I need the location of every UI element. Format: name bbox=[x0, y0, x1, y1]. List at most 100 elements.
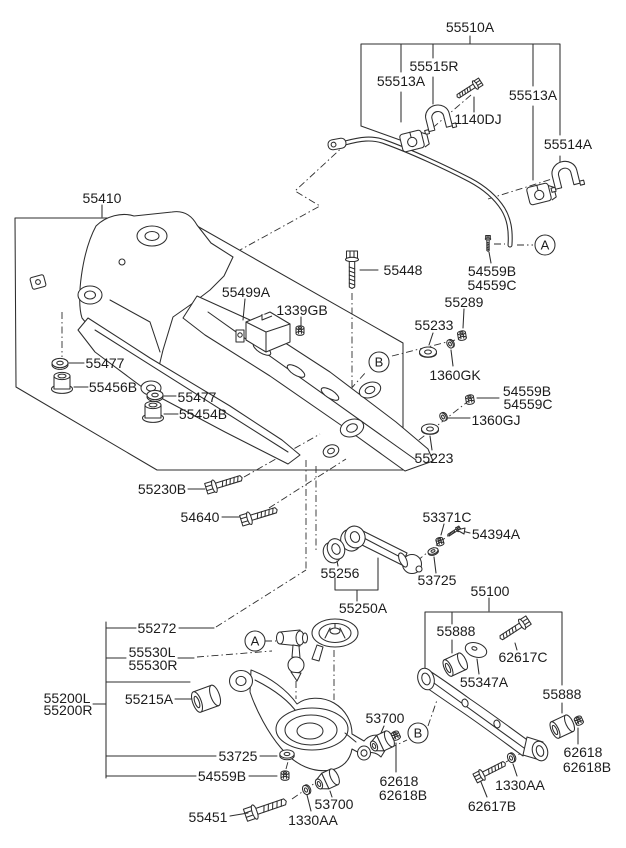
part-label-55289: 55289 bbox=[445, 294, 484, 310]
part-label-55233: 55233 bbox=[415, 317, 454, 333]
washer-53725-1 bbox=[426, 546, 440, 557]
lower-arm-55200 bbox=[230, 670, 390, 771]
part-label-55200R: 55200R bbox=[43, 702, 92, 718]
washer-55477-2 bbox=[146, 389, 164, 402]
part-label-53725-1: 53725 bbox=[418, 572, 457, 588]
part-label-55410: 55410 bbox=[83, 190, 122, 206]
part-label-62617B: 62617B bbox=[468, 798, 516, 814]
part-label-55250A: 55250A bbox=[339, 600, 388, 616]
part-label-55215A: 55215A bbox=[125, 691, 174, 707]
bushing-55256 bbox=[320, 536, 349, 565]
part-label-55256: 55256 bbox=[321, 565, 360, 581]
part-label-55448: 55448 bbox=[384, 262, 423, 278]
nut-54559b-mid bbox=[464, 393, 476, 406]
washer-1330aa-left bbox=[300, 783, 313, 797]
grommet-55223 bbox=[420, 423, 440, 435]
washer-1360gj bbox=[437, 410, 450, 423]
part-label-1360GJ: 1360GJ bbox=[471, 412, 520, 428]
part-label-54559C-top: 54559C bbox=[467, 277, 516, 293]
bolt-1140dj bbox=[454, 77, 484, 102]
part-label-1360GK: 1360GK bbox=[429, 367, 481, 383]
callout-a-link: A bbox=[245, 631, 265, 651]
part-label-55888-1: 55888 bbox=[437, 623, 476, 639]
part-label-55347A: 55347A bbox=[460, 674, 509, 690]
part-label-55499A: 55499A bbox=[222, 284, 271, 300]
part-label-1140DJ: 1140DJ bbox=[454, 111, 501, 127]
part-label-55515R: 55515R bbox=[409, 58, 458, 74]
bushing-55215a bbox=[188, 683, 224, 715]
callout-a-top-letter: A bbox=[541, 238, 550, 253]
washer-53725-2 bbox=[279, 749, 295, 761]
part-label-53371C: 53371C bbox=[422, 509, 471, 525]
bushing-53700-bottom bbox=[311, 766, 343, 794]
part-label-62618B-right: 62618B bbox=[563, 759, 611, 775]
part-label-62618-left: 62618 bbox=[380, 773, 419, 789]
bracket-55499a bbox=[236, 312, 290, 352]
part-label-54559B-bottom: 54559B bbox=[198, 768, 246, 784]
callout-circles: A B A B bbox=[245, 235, 555, 743]
part-label-55223: 55223 bbox=[415, 450, 454, 466]
part-label-55530L: 55530L bbox=[129, 644, 176, 660]
part-label-62618-right: 62618 bbox=[564, 744, 603, 760]
assist-arm-55250a bbox=[337, 523, 422, 573]
part-label-54640: 54640 bbox=[181, 509, 220, 525]
part-label-53700-right: 53700 bbox=[366, 710, 405, 726]
nut-62618-right bbox=[573, 714, 585, 727]
part-label-55510A: 55510A bbox=[446, 19, 495, 35]
part-label-55200L: 55200L bbox=[44, 690, 91, 706]
part-labels: 55510A 55515R 55513A 1140DJ 55513A 55514… bbox=[43, 19, 611, 828]
stud-54559b-top bbox=[485, 235, 491, 252]
part-label-1339GB: 1339GB bbox=[276, 302, 327, 318]
part-label-55451: 55451 bbox=[189, 809, 228, 825]
part-label-55513A-left: 55513A bbox=[377, 73, 426, 89]
stabilizer-bushing-55513a-right bbox=[525, 180, 558, 206]
callout-b-arm-letter: B bbox=[414, 726, 423, 741]
part-label-54559C-mid: 54559C bbox=[503, 396, 552, 412]
bolt-54640 bbox=[238, 503, 280, 528]
leader-lines bbox=[69, 97, 578, 816]
part-label-55456B: 55456B bbox=[89, 379, 137, 395]
spring-seat-55272 bbox=[312, 619, 358, 661]
subframe-55410 bbox=[30, 212, 433, 471]
nut-1339gb bbox=[295, 325, 305, 336]
part-label-55100: 55100 bbox=[471, 583, 510, 599]
bushing-55888-2 bbox=[547, 713, 578, 741]
part-label-54559B-mid: 54559B bbox=[503, 383, 551, 399]
link-55530 bbox=[277, 630, 308, 681]
callout-a-link-letter: A bbox=[251, 634, 260, 649]
callout-b-subframe: B bbox=[369, 352, 389, 372]
callout-a-top: A bbox=[535, 235, 555, 255]
nut-54559b-bottom bbox=[280, 770, 290, 781]
part-label-55454B: 55454B bbox=[179, 406, 227, 422]
part-label-1330AA-right: 1330AA bbox=[495, 777, 545, 793]
part-label-54559B-top: 54559B bbox=[468, 263, 516, 279]
washer-55477-1 bbox=[51, 357, 69, 370]
part-label-62617C: 62617C bbox=[498, 649, 547, 665]
part-label-54394A: 54394A bbox=[472, 526, 521, 542]
part-label-55477-2: 55477 bbox=[178, 389, 217, 405]
part-label-55230B: 55230B bbox=[138, 481, 186, 497]
washer-55347a bbox=[463, 640, 488, 660]
part-label-1330AA-left: 1330AA bbox=[288, 812, 338, 828]
bolt-55230b bbox=[203, 471, 245, 496]
part-label-55477-1: 55477 bbox=[86, 355, 125, 371]
part-label-53725-2: 53725 bbox=[219, 748, 258, 764]
nut-53371c bbox=[435, 536, 445, 547]
callout-b-subframe-letter: B bbox=[375, 355, 384, 370]
part-label-55272: 55272 bbox=[138, 620, 177, 636]
stabilizer-bar bbox=[327, 138, 510, 245]
grommet-55233 bbox=[418, 346, 438, 358]
part-label-53700-bottom: 53700 bbox=[315, 796, 354, 812]
bushing-55454b bbox=[141, 400, 165, 423]
callout-b-arm: B bbox=[408, 723, 428, 743]
bolt-62617c bbox=[496, 614, 533, 644]
washer-1330aa-right bbox=[505, 751, 518, 765]
bolt-55451 bbox=[242, 793, 290, 823]
bushing-55456b bbox=[50, 371, 74, 394]
part-label-55530R: 55530R bbox=[128, 657, 177, 673]
nut-55289 bbox=[456, 329, 468, 342]
stabilizer-clamp-55515r bbox=[418, 100, 458, 136]
part-label-55513A-right: 55513A bbox=[509, 87, 558, 103]
